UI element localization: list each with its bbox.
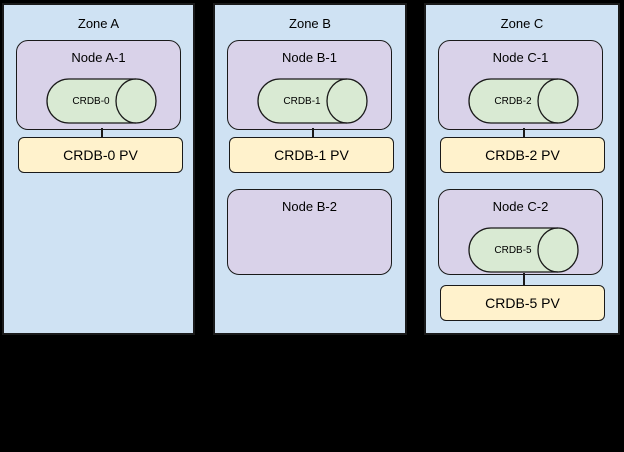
node-title: Node B-1 — [282, 50, 337, 65]
node-c-1: Node C-1 CRDB-2 — [438, 40, 603, 130]
connector-line — [312, 128, 314, 138]
pv-label: CRDB-0 PV — [63, 147, 138, 163]
zone-c: Zone C Node C-1 CRDB-2 CRDB-2 PV Node C-… — [424, 3, 620, 335]
zone-b: Zone B Node B-1 CRDB-1 CRDB-1 PV Node B-… — [213, 3, 407, 335]
pod-label: CRDB-0 — [72, 95, 110, 107]
zone-title: Zone A — [77, 16, 120, 31]
pod-label: CRDB-2 — [494, 95, 532, 107]
zone-title: Zone B — [289, 16, 331, 31]
connector-line — [523, 273, 525, 286]
pv-label: CRDB-1 PV — [274, 147, 349, 163]
crdb-0-cylinder: CRDB-0 — [46, 78, 158, 124]
node-title: Node C-2 — [492, 199, 549, 214]
node-b-2: Node B-2 — [227, 189, 392, 275]
pv-label: CRDB-2 PV — [485, 147, 560, 163]
node-b-1: Node B-1 CRDB-1 — [227, 40, 392, 130]
crdb-5-pv-box: CRDB-5 PV — [440, 285, 605, 321]
crdb-2-pv-box: CRDB-2 PV — [440, 137, 605, 173]
pv-label: CRDB-5 PV — [485, 295, 560, 311]
node-c-2: Node C-2 CRDB-5 — [438, 189, 603, 275]
connector-line — [101, 128, 103, 138]
pod-label: CRDB-1 — [283, 95, 321, 107]
zone-a: Zone A Node A-1 CRDB-0 CRDB-0 PV — [2, 3, 195, 335]
node-title: Node B-2 — [282, 199, 337, 214]
cylinder-icon — [257, 78, 368, 124]
crdb-1-cylinder: CRDB-1 — [257, 78, 369, 124]
node-title: Node C-1 — [492, 50, 549, 65]
cylinder-icon — [468, 227, 579, 273]
connector-line — [523, 128, 525, 138]
crdb-2-cylinder: CRDB-2 — [468, 78, 580, 124]
zone-title: Zone C — [500, 16, 544, 31]
cylinder-icon — [468, 78, 579, 124]
crdb-1-pv-box: CRDB-1 PV — [229, 137, 394, 173]
node-a-1: Node A-1 CRDB-0 — [16, 40, 181, 130]
cylinder-icon — [46, 78, 157, 124]
pod-label: CRDB-5 — [494, 244, 532, 256]
crdb-5-cylinder: CRDB-5 — [468, 227, 580, 273]
crdb-0-pv-box: CRDB-0 PV — [18, 137, 183, 173]
node-title: Node A-1 — [71, 50, 126, 65]
